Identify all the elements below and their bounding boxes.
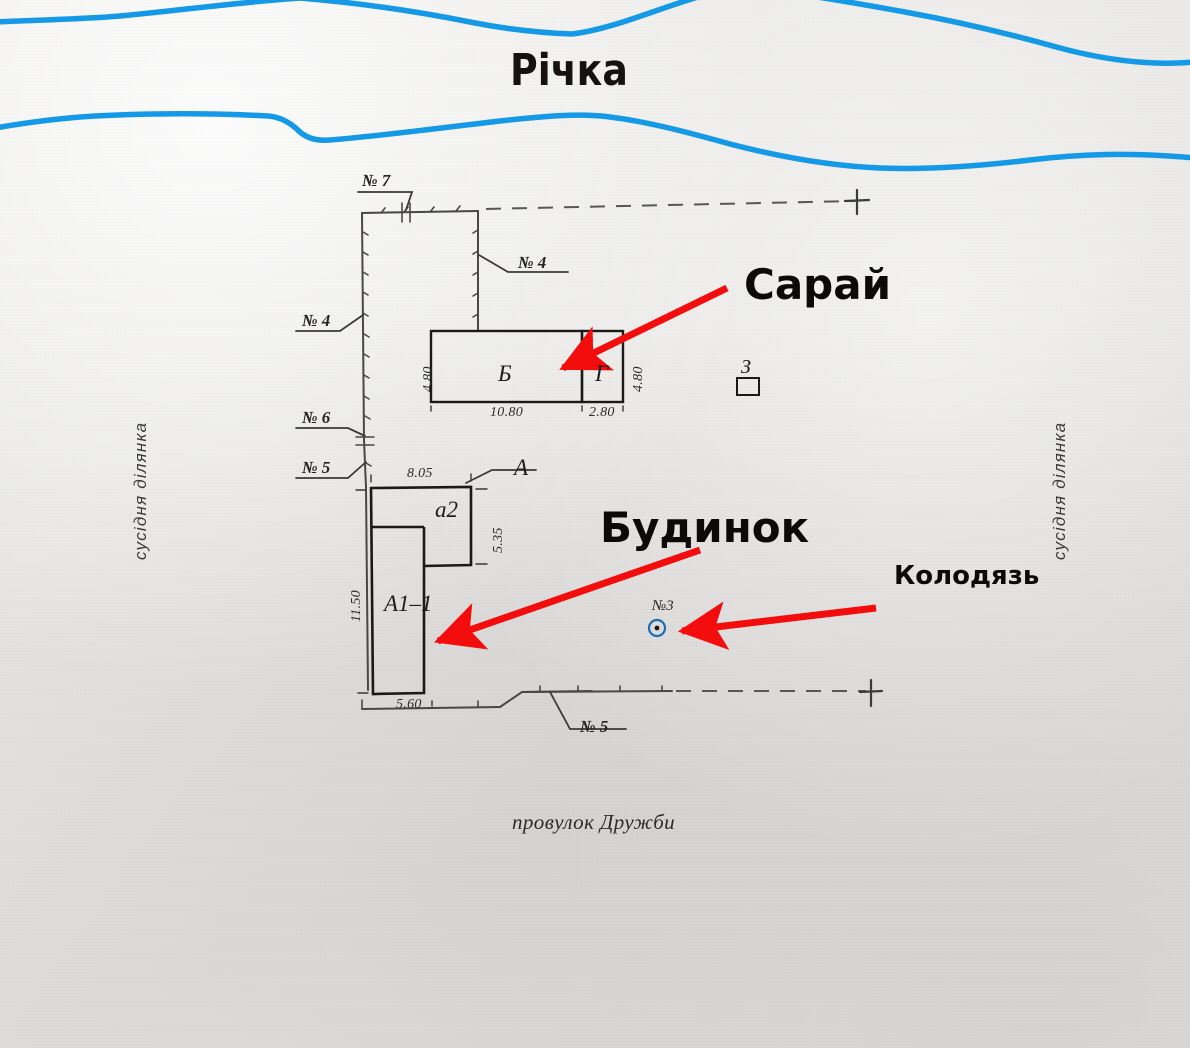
building-label-Z: З — [741, 356, 751, 378]
side-label-right: сусідня ділянка — [1050, 421, 1069, 560]
boundary-marker-4-top: № 4 — [518, 253, 547, 272]
well-marker-circle — [647, 618, 667, 638]
fence-tick — [362, 291, 369, 296]
annotation-label-budynok: Будинок — [600, 503, 810, 552]
fence-tick — [429, 206, 435, 213]
arrow-to-shed — [559, 284, 729, 372]
leader-line-5-bottom — [549, 691, 627, 730]
dimension-b-height: 4.80 — [421, 366, 436, 392]
dimension-g-width: 2.80 — [589, 405, 615, 420]
corner-cross-marker — [843, 198, 871, 203]
fence-tick — [364, 415, 371, 420]
leader-line-4-top — [478, 254, 569, 273]
river-title: Річка — [510, 45, 628, 96]
well-label: №3 — [652, 598, 674, 614]
well-marker-dot — [654, 625, 660, 631]
fence-tick — [362, 312, 369, 317]
arrow-to-house — [434, 546, 702, 650]
dimension-a11-height: 11.50 — [349, 590, 364, 622]
fence-tick — [472, 229, 479, 234]
boundary-bottom-step — [499, 690, 593, 708]
leader-line-5-left — [295, 461, 367, 479]
river-bank-upper-right — [818, 0, 1190, 66]
boundary-marker-6-left: № 6 — [302, 408, 331, 427]
fence-tick — [363, 333, 370, 338]
boundary-bottom-right — [521, 690, 673, 693]
fence-tick — [362, 251, 369, 256]
building-label-G: Г — [595, 361, 609, 386]
leader-line-A — [465, 469, 537, 484]
well-marker-group — [647, 618, 667, 638]
building-label-B: Б — [498, 361, 512, 386]
boundary-top — [361, 210, 479, 214]
fence-tick — [363, 374, 370, 379]
boundary-bottom-left — [361, 706, 501, 710]
corner-cross-marker — [858, 689, 884, 694]
fence-tick — [472, 271, 479, 276]
fence-tick — [365, 462, 372, 467]
building-label-a2: а2 — [435, 497, 458, 522]
boundary-marker-5-left: № 5 — [302, 458, 331, 477]
fence-tick — [362, 231, 369, 236]
dimension-a2-width: 8.05 — [407, 466, 433, 481]
river-bank-upper-mid — [298, 0, 698, 37]
outbuilding-Z-outline — [736, 377, 760, 396]
dimension-g-height: 4.80 — [631, 366, 646, 392]
leader-line-6-left — [295, 427, 366, 437]
boundary-marker-4-left: № 4 — [302, 311, 331, 330]
fence-tick — [362, 271, 369, 276]
river-bank-lower — [0, 111, 1190, 172]
fence-tick — [472, 292, 479, 297]
fence-tick — [455, 205, 461, 212]
building-label-A1-1: А1–1 — [384, 591, 433, 616]
annotation-label-kolodyaz: Колодязь — [894, 561, 1040, 591]
dimension-a2-height: 5.35 — [491, 527, 506, 553]
fence-tick — [363, 353, 370, 358]
fence-tick — [363, 395, 370, 400]
boundary-marker-7: № 7 — [362, 171, 391, 190]
leader-line-4-left — [295, 314, 364, 332]
building-label-A: А — [514, 455, 529, 480]
arrow-to-well — [677, 601, 877, 651]
dimension-a11-width: 5.60 — [396, 697, 422, 712]
leader-line-7 — [357, 191, 414, 211]
fence-tick — [472, 250, 479, 255]
river-bank-upper-left — [0, 0, 302, 25]
boundary-dashed-top — [485, 200, 856, 210]
annotation-label-saray: Сарай — [744, 260, 891, 309]
fence-tick — [472, 313, 479, 318]
side-label-left: сусідня ділянка — [131, 421, 150, 560]
boundary-marker-5-bottom: № 5 — [580, 717, 609, 736]
dimension-b-width: 10.80 — [490, 405, 523, 420]
fence-tick — [380, 207, 386, 214]
street-label: провулок Дружби — [512, 810, 676, 834]
